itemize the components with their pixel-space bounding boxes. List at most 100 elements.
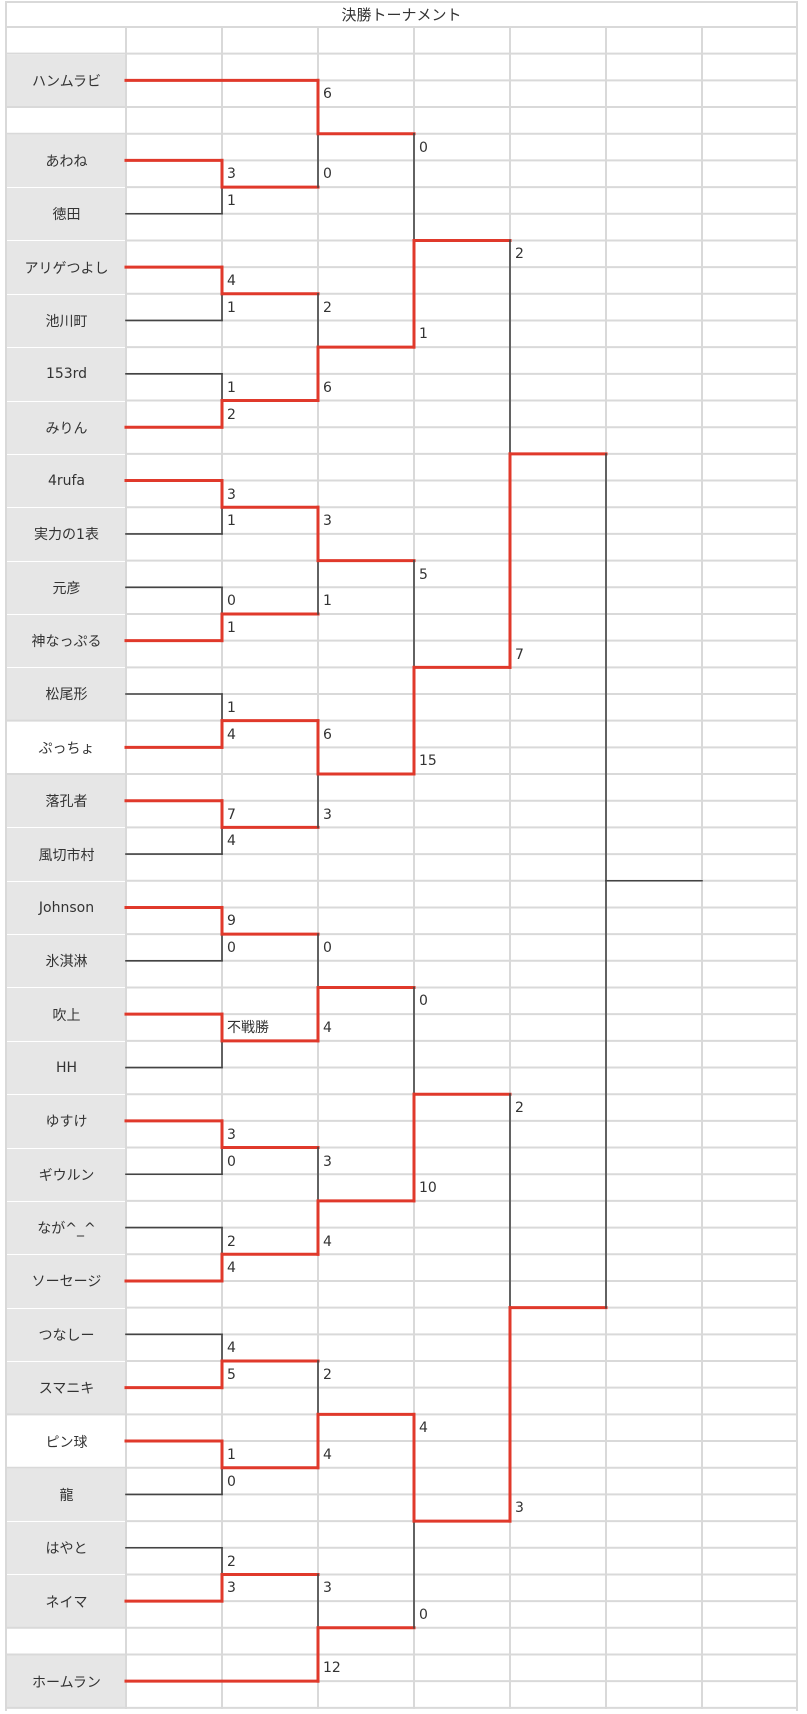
team-name: 龍 <box>59 1487 74 1504</box>
score-label: 5 <box>227 1367 236 1383</box>
team-name-cell: つなしー <box>7 1308 126 1361</box>
score-label: 0 <box>419 139 428 156</box>
score-label: 0 <box>419 1607 428 1624</box>
team-name: アリゲつよし <box>24 260 109 277</box>
team-name-cell: ホームラン <box>7 1655 126 1708</box>
team-name-cell: 神なっぷる <box>7 614 126 668</box>
team-name-cell: ネイマ <box>7 1575 126 1628</box>
team-name-cell: 池川町 <box>7 294 126 348</box>
score-label: 2 <box>227 406 236 423</box>
team-name-cell: ピン球 <box>7 1415 126 1467</box>
team-name-cell: 龍 <box>7 1468 126 1522</box>
sheet-title: 決勝トーナメント <box>341 6 462 24</box>
score-label: 2 <box>227 1233 236 1250</box>
score-label: 3 <box>323 1580 332 1597</box>
team-name: つなしー <box>38 1327 95 1344</box>
team-name-cell: HH <box>7 1041 126 1095</box>
score-label: 4 <box>227 1260 236 1277</box>
score-label: 不戦勝 <box>227 1020 269 1037</box>
score-label: 3 <box>515 1500 524 1517</box>
team-name-cell: ギウルン <box>7 1148 126 1201</box>
score-label: 1 <box>227 299 236 316</box>
score-label: 0 <box>227 1473 236 1490</box>
team-name-cell: スマニキ <box>7 1362 126 1415</box>
score-label: 5 <box>419 566 428 583</box>
team-name-cell: ハンムラビ <box>7 54 126 108</box>
score-label: 3 <box>323 806 332 823</box>
team-name: なが^_^ <box>37 1221 96 1238</box>
score-label: 7 <box>515 646 524 663</box>
team-name-cell: 実力の1表 <box>7 508 126 561</box>
score-label: 0 <box>227 1153 236 1170</box>
team-name: Johnson <box>38 899 95 916</box>
score-label: 0 <box>323 166 332 183</box>
team-name-cell: 風切市村 <box>7 828 126 881</box>
score-label: 1 <box>419 326 428 343</box>
score-label: 15 <box>419 753 437 770</box>
score-label: 10 <box>419 1180 437 1197</box>
team-name: 4rufa <box>47 473 86 490</box>
score-label: 3 <box>227 486 236 503</box>
team-name: 吹上 <box>52 1007 81 1024</box>
score-label: 0 <box>323 940 332 957</box>
team-name-cell: アリゲつよし <box>7 241 126 294</box>
score-label: 2 <box>515 1100 524 1117</box>
team-name-cell: ソーセージ <box>7 1255 126 1308</box>
team-name-cell: 吹上 <box>7 988 126 1041</box>
score-label: 1 <box>323 593 332 610</box>
score-label: 1 <box>227 379 236 396</box>
score-label: 4 <box>227 273 236 290</box>
team-name-cell: あわね <box>7 134 126 188</box>
score-label: 1 <box>227 513 236 530</box>
team-name-cell: ゆすけ <box>7 1095 126 1148</box>
score-label: 2 <box>323 1367 332 1383</box>
score-label: 0 <box>227 940 236 957</box>
score-label: 1 <box>227 1447 236 1464</box>
team-name: ピン球 <box>45 1434 88 1451</box>
team-name-cell: Johnson <box>7 881 126 935</box>
team-name: HH <box>55 1060 78 1076</box>
team-name: スマニキ <box>38 1381 95 1398</box>
team-name: 実力の1表 <box>34 527 99 544</box>
score-label: 4 <box>227 1340 236 1357</box>
score-label: 3 <box>227 166 236 183</box>
team-name: ソーセージ <box>31 1274 102 1291</box>
team-name: 風切市村 <box>38 847 95 864</box>
score-label: 4 <box>323 1020 332 1037</box>
team-name-cell: 徳田 <box>7 188 126 241</box>
score-label: 7 <box>227 806 236 823</box>
team-name-cell: 元彦 <box>7 561 126 614</box>
score-label: 1 <box>227 700 236 716</box>
score-label: 1 <box>227 193 236 210</box>
score-label: 6 <box>323 379 332 396</box>
team-name: 落孔者 <box>45 794 88 811</box>
team-name: ゆすけ <box>45 1114 88 1131</box>
score-label: 1 <box>227 619 236 636</box>
team-name: ぷっちょ <box>38 740 95 757</box>
team-name-cell: 4rufa <box>7 454 126 508</box>
score-label: 6 <box>323 726 332 743</box>
team-name-cell: 落孔者 <box>7 775 126 828</box>
team-name: ギウルン <box>38 1167 95 1184</box>
team-name: 徳田 <box>52 207 81 224</box>
team-name-cell: ぷっちょ <box>7 722 126 774</box>
team-name: 153rd <box>45 366 88 383</box>
team-name: 松尾形 <box>45 687 88 704</box>
score-label: 12 <box>323 1660 341 1677</box>
team-name-cell: 153rd <box>7 348 126 401</box>
team-name: 元彦 <box>52 580 81 597</box>
score-label: 3 <box>227 1580 236 1597</box>
score-label: 9 <box>227 913 236 930</box>
score-label: 6 <box>323 86 332 103</box>
score-label: 3 <box>227 1126 236 1143</box>
team-name: 池川町 <box>45 313 88 330</box>
team-name-cell: 氷淇淋 <box>7 935 126 988</box>
score-label: 4 <box>323 1447 332 1464</box>
team-name-cell: なが^_^ <box>7 1201 126 1255</box>
team-name: ネイマ <box>45 1594 88 1611</box>
score-label: 2 <box>323 299 332 316</box>
team-name-cell: はやと <box>7 1522 126 1575</box>
score-label: 3 <box>323 513 332 530</box>
